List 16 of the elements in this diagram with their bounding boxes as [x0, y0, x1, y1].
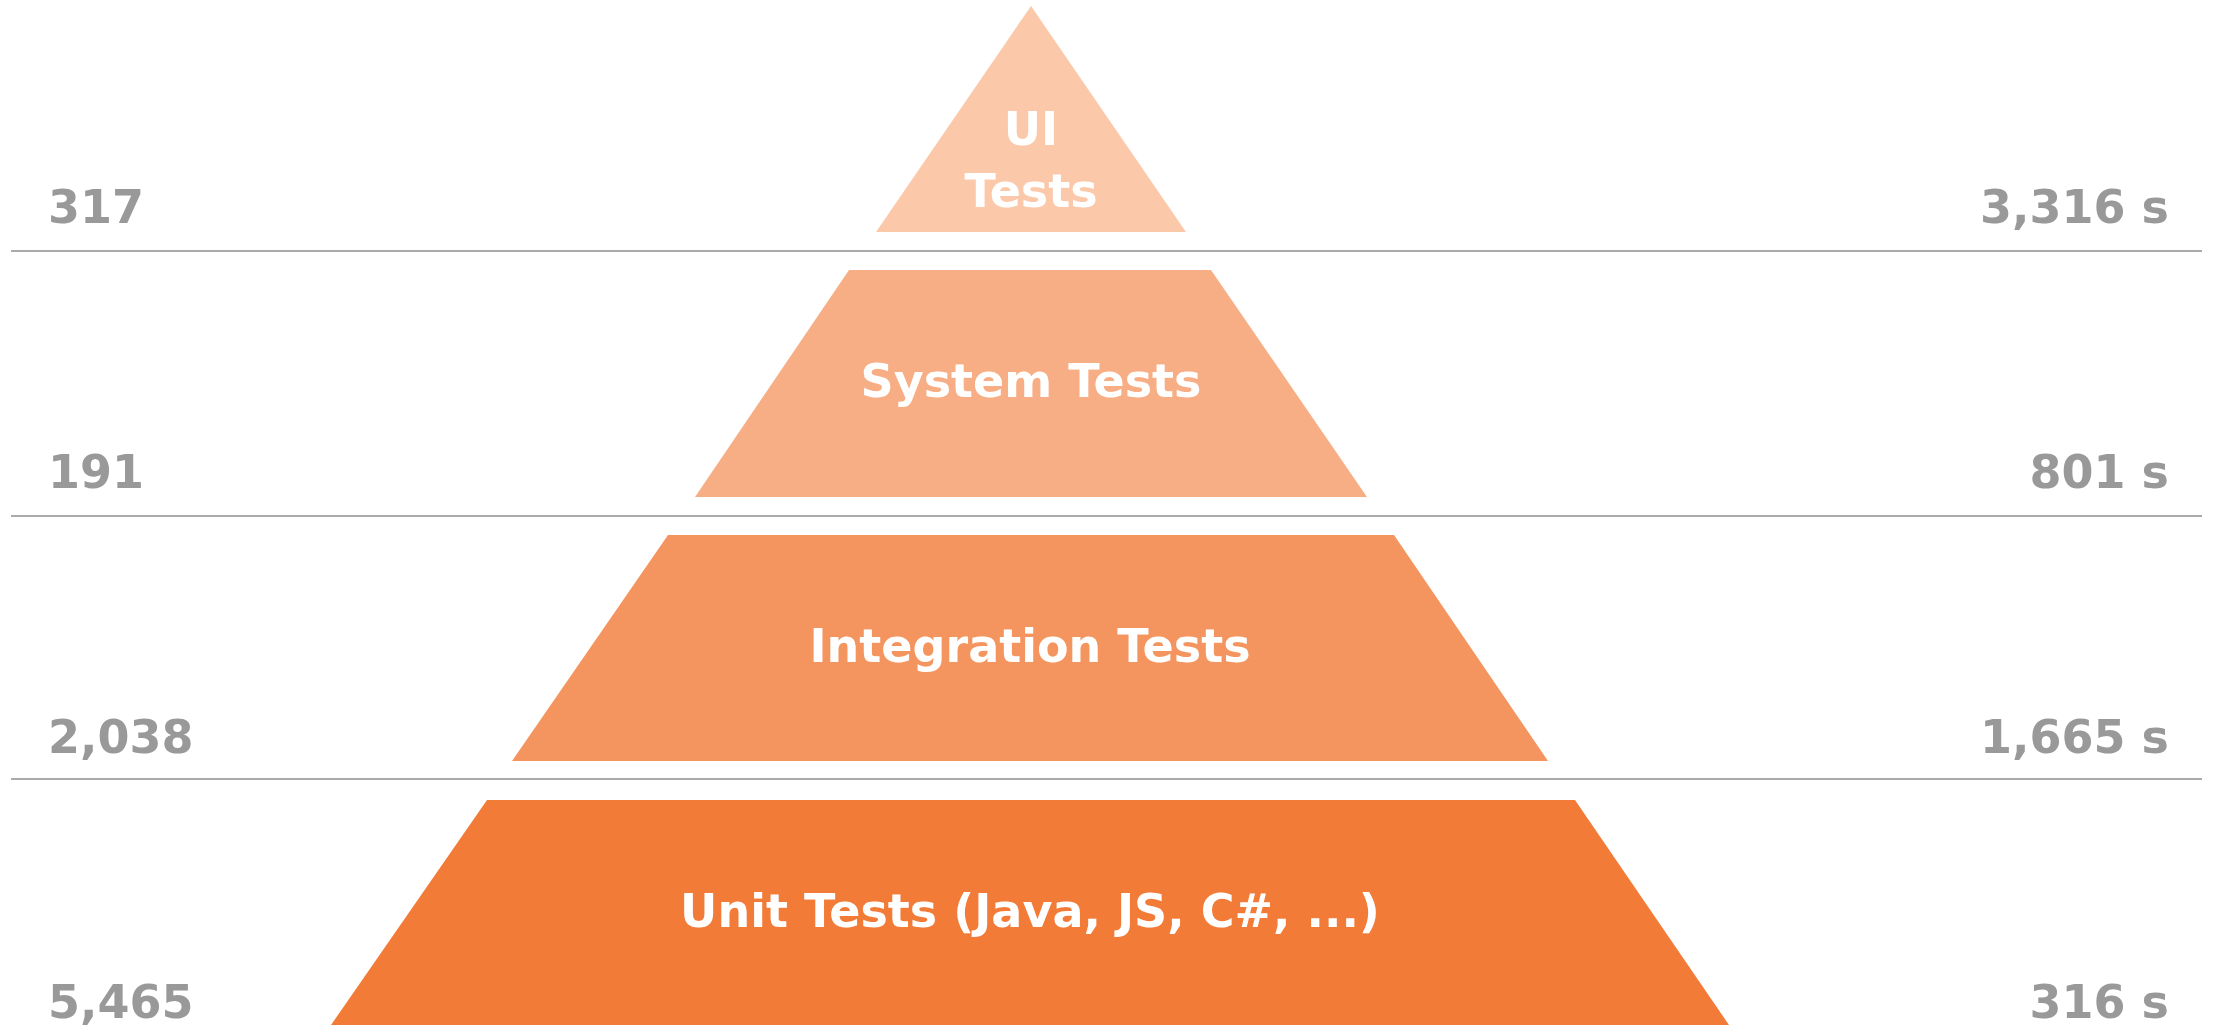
duration-value: 3,316 s [1980, 180, 2169, 234]
level-label: Unit Tests (Java, JS, C#, ...) [679, 883, 1381, 940]
pyramid-level [331, 800, 1729, 1025]
test-count: 317 [48, 180, 145, 234]
duration-value: 801 s [2029, 445, 2169, 499]
level-label: Integration Tests [808, 618, 1252, 675]
pyramid-level [512, 535, 1548, 761]
pyramid-level [695, 270, 1367, 497]
test-count: 5,465 [48, 975, 194, 1029]
level-label: System Tests [859, 353, 1203, 410]
level-label: UI Tests [963, 101, 1099, 220]
duration-value: 316 s [2029, 975, 2169, 1029]
test-count: 2,038 [48, 710, 194, 764]
pyramid-level [876, 6, 1186, 232]
test-count: 191 [48, 445, 145, 499]
duration-value: 1,665 s [1980, 710, 2169, 764]
